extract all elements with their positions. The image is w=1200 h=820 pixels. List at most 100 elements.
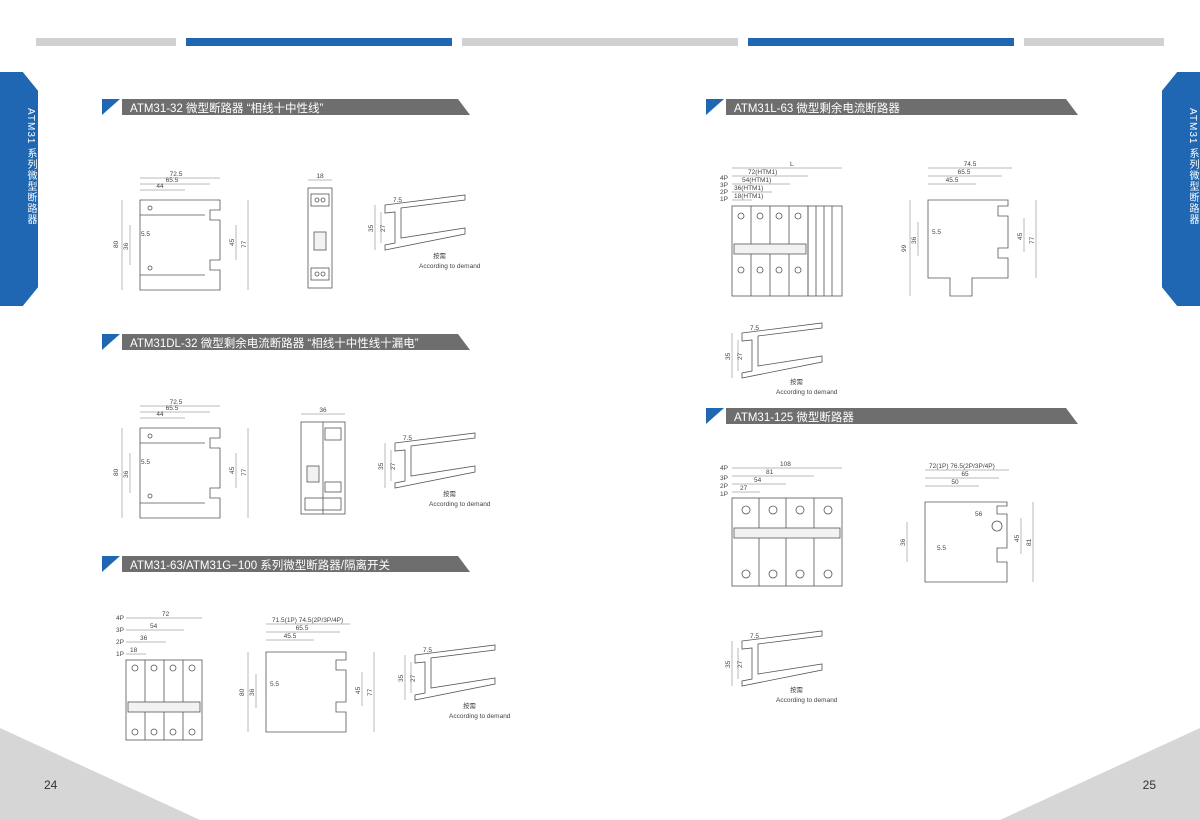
dim-height-3: 81 bbox=[1026, 538, 1033, 546]
dim-total: L bbox=[790, 161, 794, 168]
s1-front-view: 18 bbox=[307, 173, 333, 289]
s2-front-view: 36 bbox=[300, 407, 346, 515]
rail-dim-3: 27 bbox=[410, 674, 417, 682]
dim-small-2: 56 bbox=[975, 511, 983, 518]
side-tab-right: ATM31 系列微型断路器 bbox=[1162, 72, 1200, 306]
section-header-2: ATM31DL-32 微型剩余电流断路器 “相线十中性线十漏电” bbox=[102, 334, 470, 350]
rail-dim-2: 35 bbox=[725, 352, 732, 360]
terminal-screws bbox=[131, 664, 196, 736]
dim-width-2: 65 bbox=[961, 471, 969, 478]
dim-height-1: 80 bbox=[113, 240, 120, 248]
page-number-left: 24 bbox=[44, 778, 58, 792]
top-bar-1 bbox=[36, 38, 176, 46]
dim-height-3: 45 bbox=[1017, 232, 1024, 240]
dim-height-4: 77 bbox=[241, 240, 248, 248]
s5-rail: 7.5 35 27 按需 According to demand bbox=[725, 630, 838, 704]
s5-front-view: 4P 3P 2P 1P 108 81 54 27 bbox=[720, 461, 843, 587]
s1-side-view: 72.5 65.5 44 80 36 45 77 5.5 bbox=[113, 171, 249, 291]
dim-width-1: 72 bbox=[162, 611, 170, 618]
dim-width-3: 50 bbox=[951, 479, 959, 486]
pole-label-2p: 2P bbox=[116, 639, 124, 646]
dim-width-1: 72(1P) 76.5(2P/3P/4P) bbox=[929, 463, 995, 470]
pole-label-2p: 2P bbox=[720, 483, 728, 490]
rail-dim-2: 35 bbox=[398, 674, 405, 682]
rail-note-en: According to demand bbox=[776, 697, 838, 704]
rail-dim-3: 27 bbox=[737, 660, 744, 668]
rail-note-en: According to demand bbox=[449, 713, 511, 720]
pole-label-2p: 2P bbox=[720, 189, 728, 196]
rail-note-cn: 按需 bbox=[463, 701, 477, 710]
corner-right bbox=[1000, 728, 1200, 820]
terminal-screws bbox=[737, 212, 802, 274]
s2-rail: 7.5 35 27 按需 According to demand bbox=[378, 432, 491, 508]
section-header-1: ATM31-32 微型断路器 “相线十中性线” bbox=[102, 99, 470, 115]
s4-side-view: 74.5 65.5 45.5 99 36 45 77 5.5 bbox=[901, 161, 1037, 297]
section-title: ATM31DL-32 微型剩余电流断路器 “相线十中性线十漏电” bbox=[130, 338, 419, 350]
dim-height-1: 99 bbox=[901, 244, 908, 252]
rail-note-en: According to demand bbox=[776, 389, 838, 396]
dim-width-2: 81 bbox=[766, 469, 774, 476]
dim-width-2: 54 bbox=[150, 623, 158, 630]
dim-width-2: 54(HTM1) bbox=[742, 177, 771, 184]
dim-height-4: 77 bbox=[367, 688, 374, 696]
rail-dim-1: 7.5 bbox=[750, 325, 759, 332]
section-header-5: ATM31-125 微型断路器 bbox=[706, 408, 1078, 424]
pole-label-4p: 4P bbox=[720, 465, 728, 472]
dim-width-4: 18 bbox=[130, 647, 138, 654]
pole-label-4p: 4P bbox=[720, 175, 728, 182]
dim-width-2: 65.5 bbox=[958, 169, 971, 176]
pole-label-1p: 1P bbox=[116, 651, 124, 658]
top-bar-2 bbox=[186, 38, 452, 46]
section-title: ATM31-125 微型断路器 bbox=[734, 412, 854, 424]
section-header-3: ATM31-63/ATM31G−100 系列微型断路器/隔离开关 bbox=[102, 556, 470, 572]
dim-small: 5.5 bbox=[270, 681, 279, 688]
dim-small: 5.5 bbox=[937, 545, 946, 552]
s4-front-view: L 72(HTM1) 54(HTM1) 36(HTM1) 18(HTM1) 4P… bbox=[720, 161, 843, 297]
dim-small: 5.5 bbox=[141, 459, 150, 466]
dim-height-3: 45 bbox=[229, 466, 236, 474]
dim-width-2: 65.5 bbox=[166, 405, 179, 412]
rail-dim-1: 7.5 bbox=[403, 435, 412, 442]
dim-height-3: 45 bbox=[355, 686, 362, 694]
dim-height-2: 36 bbox=[911, 236, 918, 244]
side-tab-left: ATM31 系列微型断路器 bbox=[0, 72, 38, 306]
rail-note-cn: 按需 bbox=[443, 489, 457, 498]
dim-width-2: 65.5 bbox=[166, 177, 179, 184]
section-title: ATM31L-63 微型剩余电流断路器 bbox=[734, 103, 900, 115]
dim-width-3: 36(HTM1) bbox=[734, 185, 763, 192]
dim-height-2: 45 bbox=[1014, 534, 1021, 542]
rail-note-cn: 按需 bbox=[790, 377, 804, 386]
section-title: ATM31-32 微型断路器 “相线十中性线” bbox=[130, 103, 324, 115]
dim-width-4: 18(HTM1) bbox=[734, 193, 763, 200]
side-label-right: ATM31 系列微型断路器 bbox=[1187, 108, 1198, 226]
pole-label-4p: 4P bbox=[116, 615, 124, 622]
side-label-left: ATM31 系列微型断路器 bbox=[25, 108, 36, 226]
dim-height-2: 36 bbox=[123, 242, 130, 250]
rail-note-en: According to demand bbox=[419, 263, 481, 270]
dim-width-4: 27 bbox=[740, 485, 748, 492]
rail-dim-1: 7.5 bbox=[423, 647, 432, 654]
s3-side-view: 71.5(1P) 74.5(2P/3P/4P) 65.5 45.5 80 36 … bbox=[239, 617, 375, 733]
pole-label-3p: 3P bbox=[116, 627, 124, 634]
rail-note-en: According to demand bbox=[429, 501, 491, 508]
pole-label-1p: 1P bbox=[720, 491, 728, 498]
section-title: ATM31-63/ATM31G−100 系列微型断路器/隔离开关 bbox=[130, 560, 390, 572]
dim-width-3: 36 bbox=[140, 635, 148, 642]
s3-front-view: 4P 3P 2P 1P 72 54 36 18 bbox=[116, 611, 203, 741]
terminal-screws bbox=[741, 505, 833, 579]
top-bar-5 bbox=[1024, 38, 1164, 46]
dim-height-4: 77 bbox=[1029, 236, 1036, 244]
rail-dim-2: 35 bbox=[368, 224, 375, 232]
top-bar-4 bbox=[748, 38, 1014, 46]
dim-width: 36 bbox=[319, 407, 327, 414]
dim-width-3: 54 bbox=[754, 477, 762, 484]
dim-width-2: 65.5 bbox=[296, 625, 309, 632]
rail-dim-2: 35 bbox=[378, 462, 385, 470]
dim-width: 18 bbox=[316, 173, 324, 180]
dim-width-1: 72.5 bbox=[170, 399, 183, 406]
dim-height-1: 80 bbox=[239, 688, 246, 696]
dim-width-1: 74.5 bbox=[964, 161, 977, 168]
section-header-4: ATM31L-63 微型剩余电流断路器 bbox=[706, 99, 1078, 115]
dim-height-1: 80 bbox=[113, 468, 120, 476]
dim-small: 5.5 bbox=[141, 231, 150, 238]
